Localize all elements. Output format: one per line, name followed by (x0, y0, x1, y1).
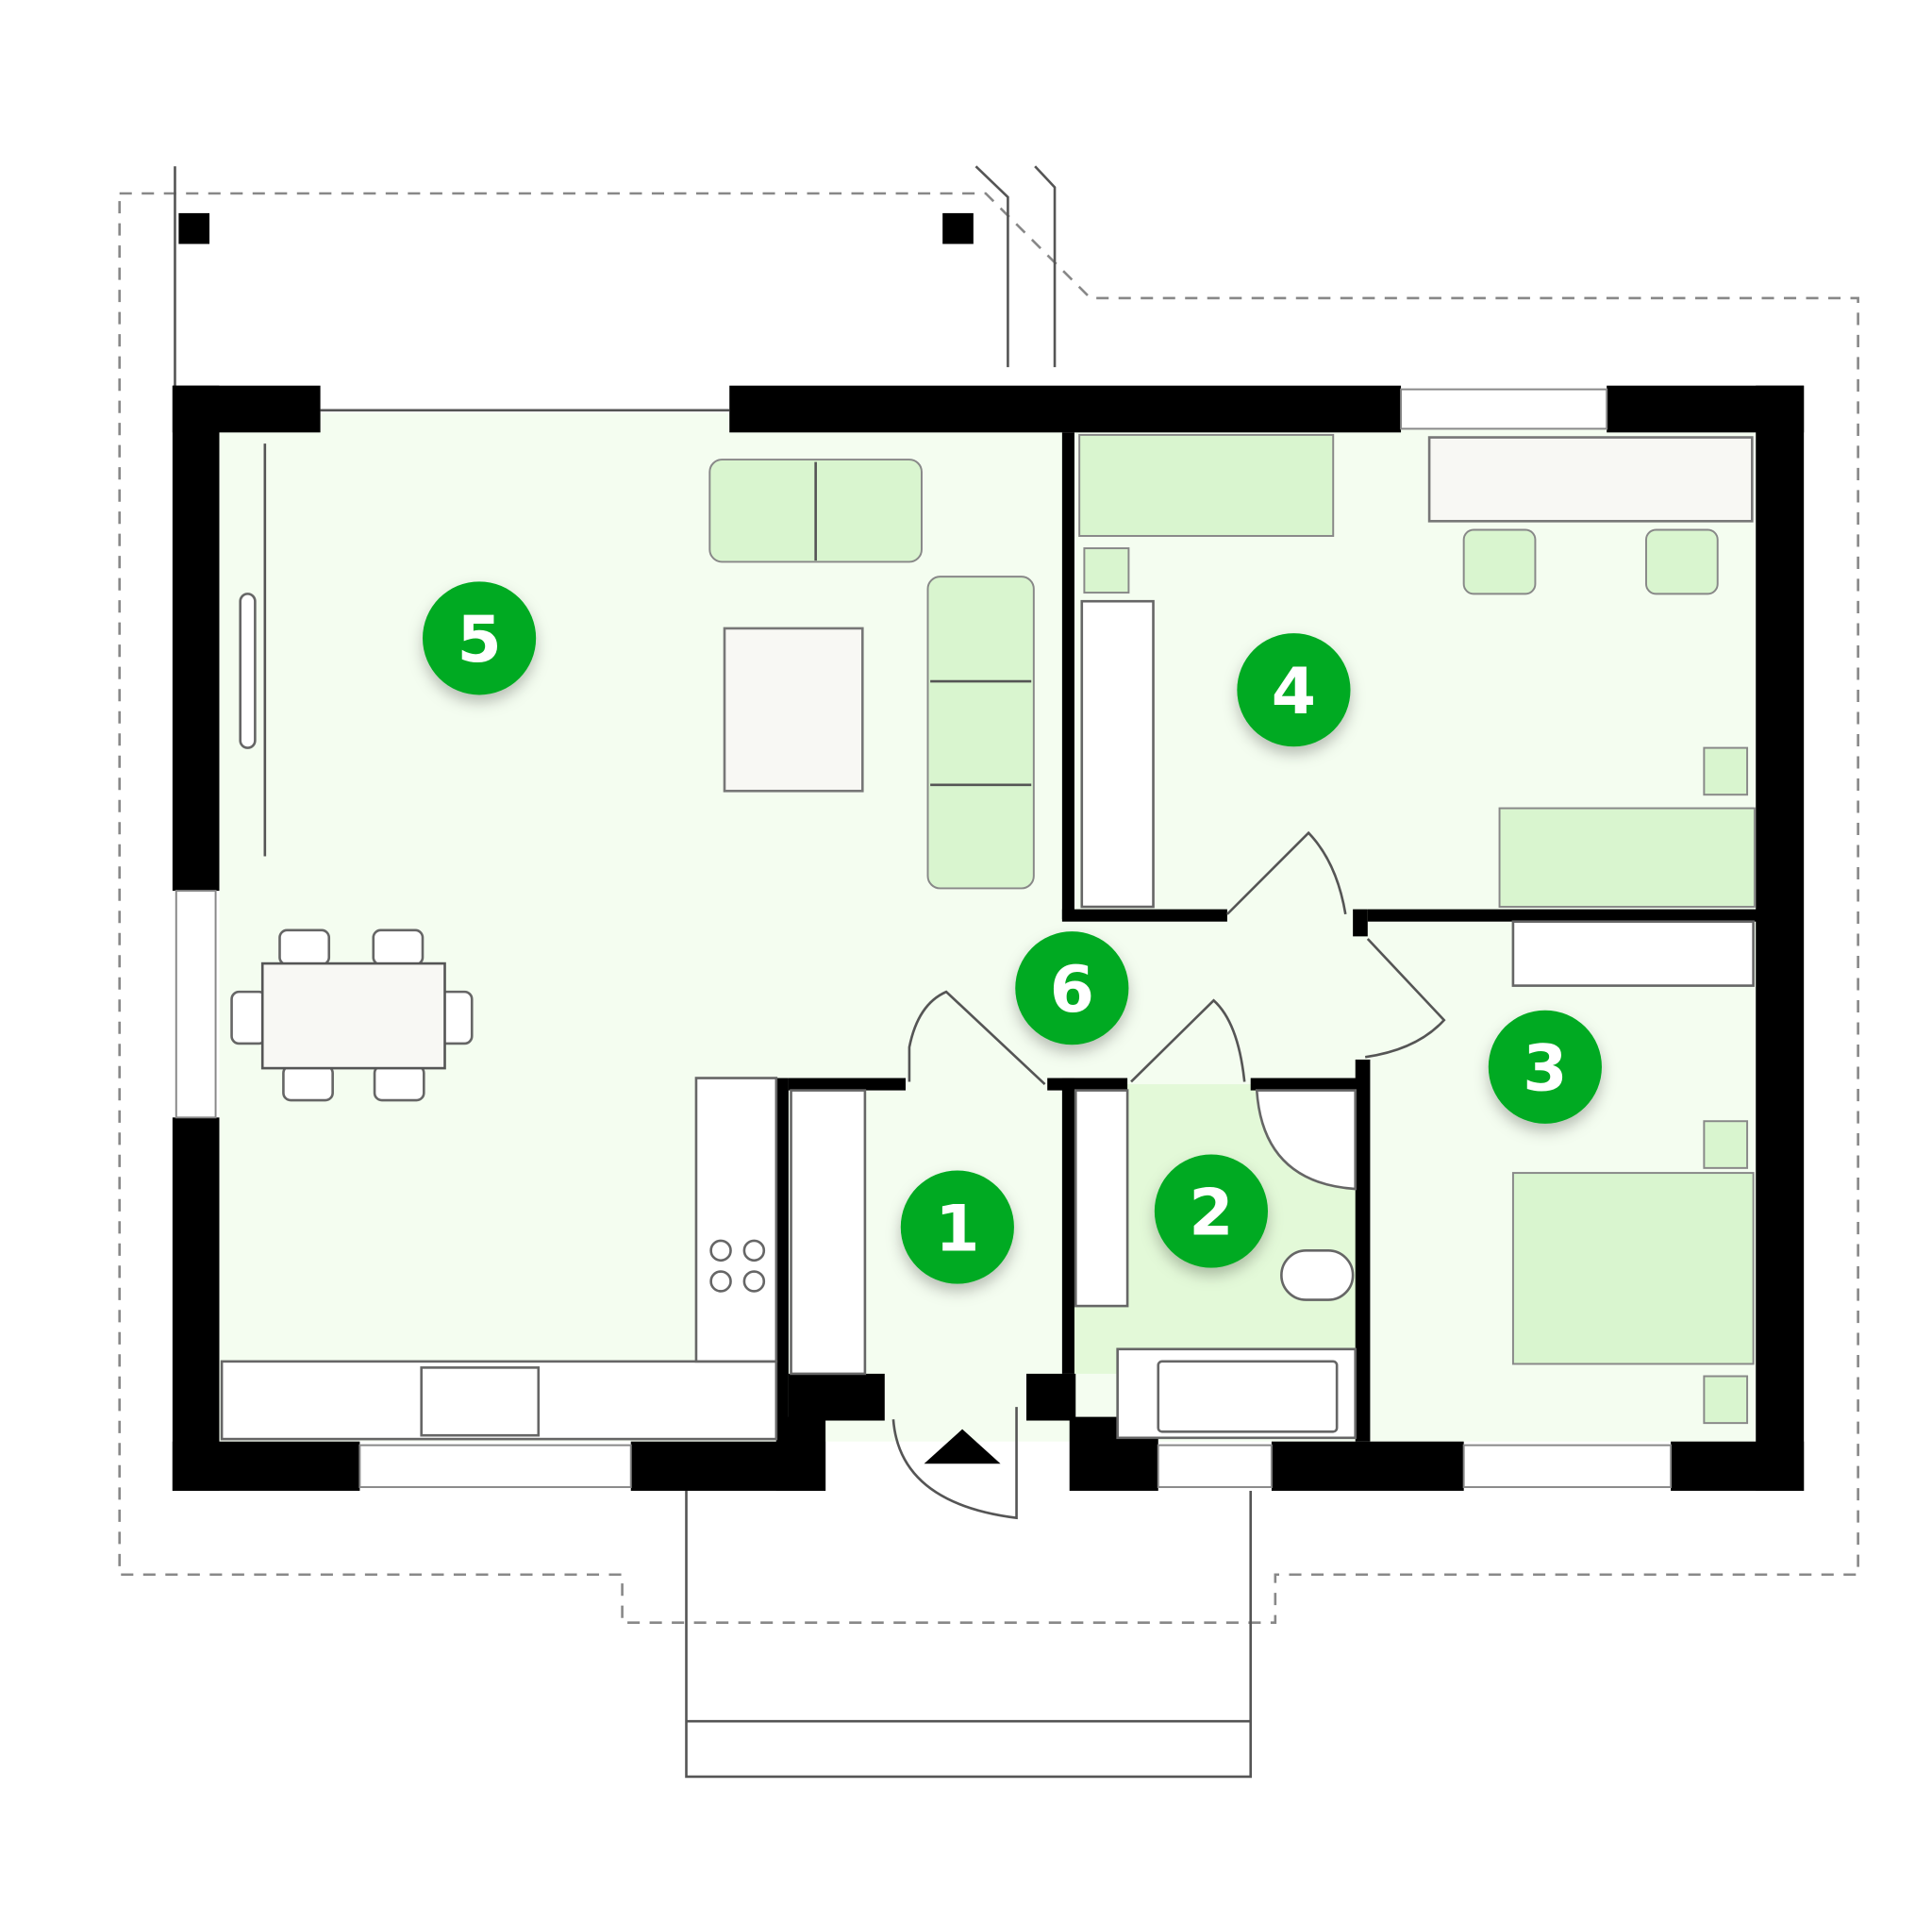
sofa-side (926, 576, 1035, 890)
coffee-table (723, 627, 864, 793)
room-badge-1: 1 (900, 1170, 1014, 1284)
room-badge-4: 4 (1237, 633, 1351, 747)
svg-text:1: 1 (935, 1192, 979, 1266)
room-badge-2: 2 (1154, 1154, 1268, 1268)
doors (891, 830, 1446, 1520)
svg-text:5: 5 (457, 603, 501, 677)
sofa-top (708, 459, 923, 563)
svg-text:4: 4 (1272, 655, 1316, 729)
room-badge-6: 6 (1015, 931, 1129, 1045)
walls (172, 385, 1805, 1491)
room-badge-3: 3 (1488, 1010, 1602, 1124)
tv-unit (239, 443, 267, 857)
dining-table (230, 928, 474, 1102)
bedroom-4-furniture (1078, 433, 1756, 909)
bedroom-3-furniture (1511, 920, 1755, 1425)
svg-text:6: 6 (1050, 953, 1094, 1028)
svg-text:2: 2 (1189, 1176, 1233, 1250)
svg-text:3: 3 (1523, 1032, 1567, 1107)
kitchen-counter (220, 1077, 778, 1441)
terrace (174, 165, 1057, 389)
bathroom-fixtures (1074, 1089, 1357, 1440)
entrance-steps (685, 1490, 1253, 1779)
hall-wardrobe (790, 1089, 867, 1376)
room-badge-5: 5 (423, 581, 537, 695)
entrance-arrow-icon (924, 1429, 1001, 1464)
windows (175, 388, 1673, 1489)
